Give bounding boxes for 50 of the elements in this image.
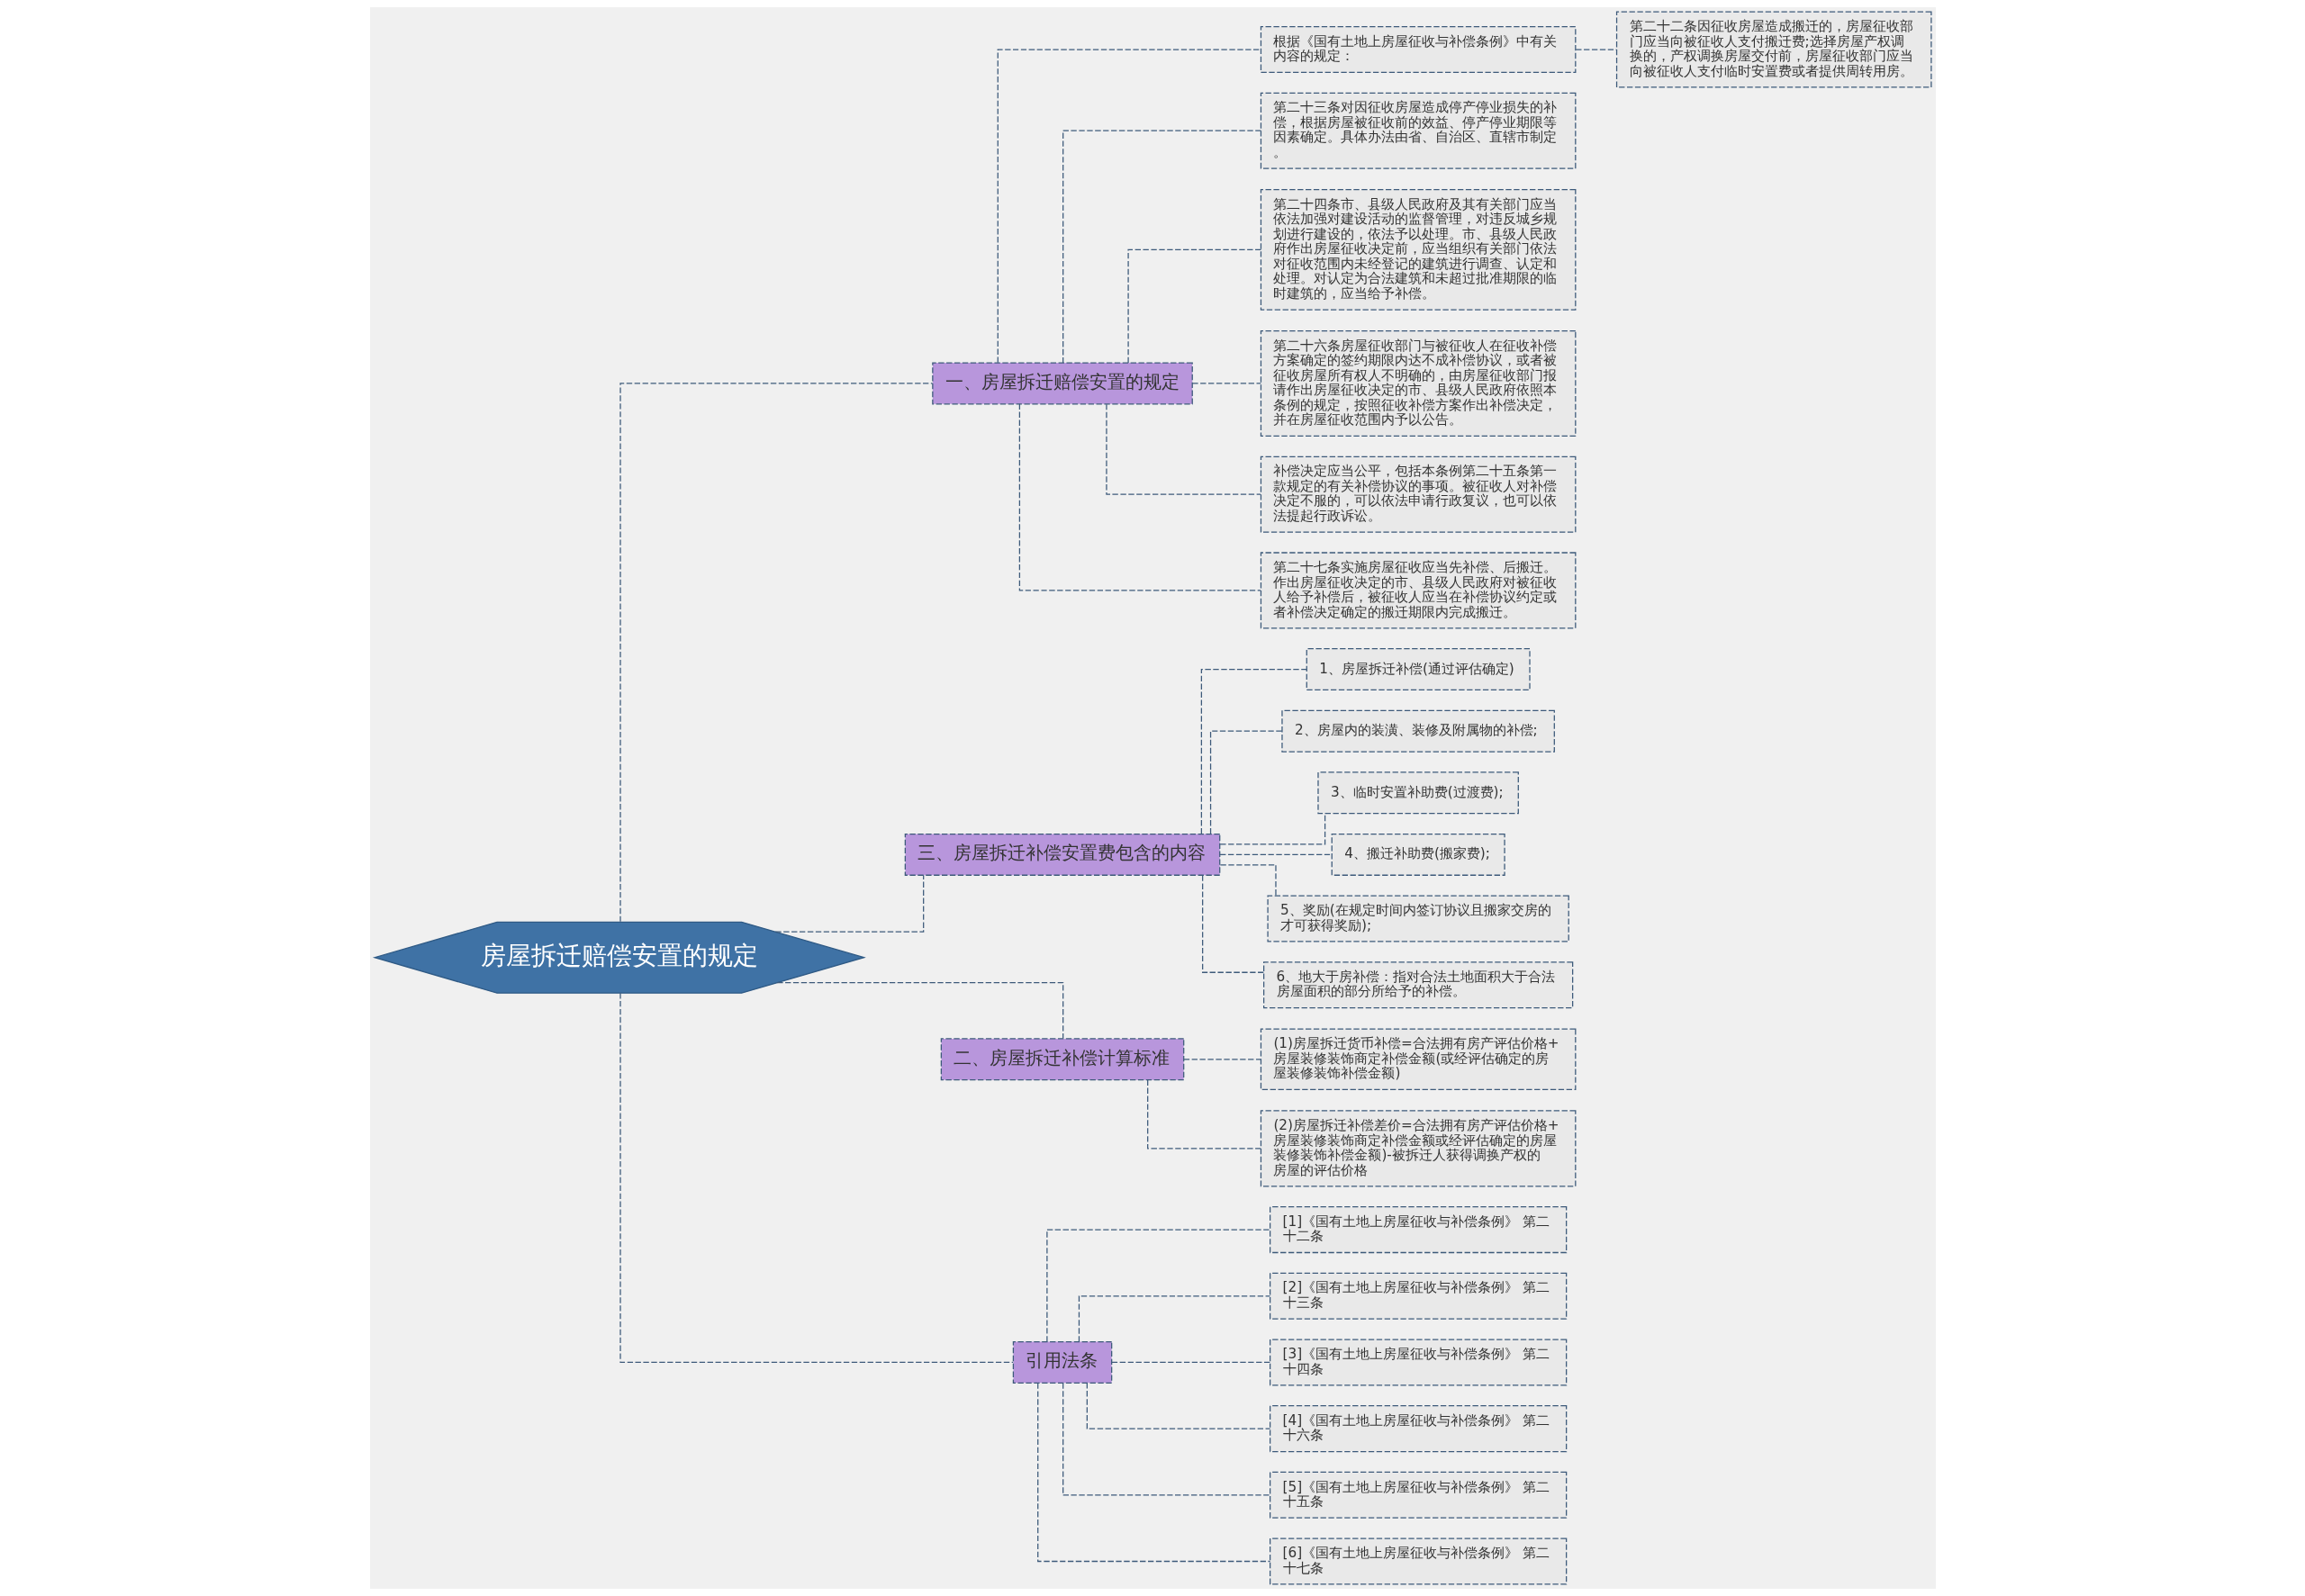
connector <box>774 874 924 933</box>
connector <box>1201 875 1264 973</box>
node-box: 4、搬迁补助费(搬家费); <box>1331 833 1505 876</box>
node-box: 第二十二条因征收房屋造成搬迁的，房屋征收部门应当向被征收人支付搬迁费;选择房屋产权调换的，产权调换房屋交付前，房屋征收部门应当向被征收人支付临时安置费或者提供周转用房。 <box>1615 11 1932 88</box>
node-box: 第二十四条市、县级人民政府及其有关部门应当依法加强对建设活动的监督管理，对违反城乡规划进行建设的，依法予以处理。市、县级人民政府作出房屋征收决定前，应当组织有关部门依法对征收范围内未经登记的建筑进行调查、认定和处理。对认定为合法建筑和未超过批准期限的临时建筑的，应当给予补偿。 <box>1260 189 1576 311</box>
node-box: [3]《国有土地上房屋征收与补偿条例》 第二十四条 <box>1269 1339 1567 1386</box>
connector <box>1191 383 1261 384</box>
node-box: [2]《国有土地上房屋征收与补偿条例》 第二十三条 <box>1269 1272 1567 1320</box>
node-box: [5]《国有土地上房屋征收与补偿条例》 第二十五条 <box>1269 1471 1567 1519</box>
node-box: 2、房屋内的装潢、装修及附属物的补偿; <box>1280 709 1555 753</box>
node-box: (2)房屋拆迁补偿差价=合法拥有房产评估价格+房屋装修装饰商定补偿金额或经评估确定的房屋装修装饰补偿金额)-被拆迁人获得调换产权的房屋的评估价格 <box>1260 1110 1576 1187</box>
connector <box>776 982 1063 1040</box>
node-box: (1)房屋拆迁货币补偿=合法拥有房产评估价格+房屋装修装饰商定补偿金额(或经评估确定的房屋装修装饰补偿金额) <box>1260 1028 1576 1091</box>
node-box: 引用法条 <box>1012 1340 1112 1384</box>
connector <box>1086 1382 1270 1429</box>
connector <box>1105 403 1261 495</box>
connector <box>1575 49 1617 50</box>
connector <box>1182 1059 1261 1060</box>
node-box: 第二十七条实施房屋征收应当先补偿、后搬迁。作出房屋征收决定的市、县级人民政府对被征收人给予补偿后，被征收人应当在补偿协议约定或者补偿决定确定的搬迁期限内完成搬迁。 <box>1260 552 1576 629</box>
connector <box>1218 853 1332 856</box>
connector <box>1062 130 1261 364</box>
node-box: 三、房屋拆迁补偿安置费包含的内容 <box>904 833 1220 876</box>
connector <box>1126 248 1261 364</box>
connector <box>1078 1295 1270 1343</box>
connector <box>1036 1383 1270 1563</box>
node-box: 根据《国有土地上房屋征收与补偿条例》中有关内容的规定： <box>1260 25 1576 74</box>
connector <box>1062 1382 1270 1496</box>
node-box: [6]《国有土地上房屋征收与补偿条例》 第二十七条 <box>1269 1537 1567 1585</box>
connector <box>997 49 1261 364</box>
node-box: 3、临时安置补助费(过渡费); <box>1316 771 1519 815</box>
connector <box>1045 1229 1270 1343</box>
node-box: 第二十六条房屋征收部门与被征收人在征收补偿方案确定的签约期限内达不成补偿协议，或者被征收房屋所有权人不明确的，由房屋征收部门报请作出房屋征收决定的市、县级人民政府依照本条例的规定，按照征收补偿方案作出补偿决定，并在房屋征收范围内予以公告。 <box>1260 329 1576 437</box>
connector <box>1218 813 1325 845</box>
node-box: 1、房屋拆迁补偿(通过评估确定) <box>1306 648 1531 691</box>
connector <box>1110 1361 1270 1364</box>
node-box: 二、房屋拆迁补偿计算标准 <box>940 1038 1184 1081</box>
node-box: [1]《国有土地上房屋征收与补偿条例》 第二十二条 <box>1269 1206 1567 1254</box>
node-box: 补偿决定应当公平，包括本条例第二十五条第一款规定的有关补偿协议的事项。被征收人对补偿决定不服的，可以依法申请行政复议，也可以依法提起行政诉讼。 <box>1260 455 1576 533</box>
node-box: 6、地大于房补偿：指对合法土地面积大于合法房屋面积的部分所给予的补偿。 <box>1262 961 1573 1009</box>
connector <box>1209 730 1283 834</box>
connector <box>1018 403 1261 591</box>
connector <box>619 992 1014 1364</box>
connector <box>1146 1079 1261 1150</box>
node-box: 一、房屋拆迁赔偿安置的规定 <box>931 362 1193 405</box>
connector <box>619 383 933 923</box>
node-box: 第二十三条对因征收房屋造成停产停业损失的补偿，根据房屋被征收前的效益、停产停业期限等因素确定。具体办法由省、自治区、直辖市制定。 <box>1260 92 1576 169</box>
node-box: [4]《国有土地上房屋征收与补偿条例》 第二十六条 <box>1269 1405 1567 1453</box>
node-box: 5、奖励(在规定时间内签订协议且搬家交房的才可获得奖励); <box>1266 895 1569 942</box>
connector <box>1219 864 1277 897</box>
connector <box>1200 668 1307 834</box>
